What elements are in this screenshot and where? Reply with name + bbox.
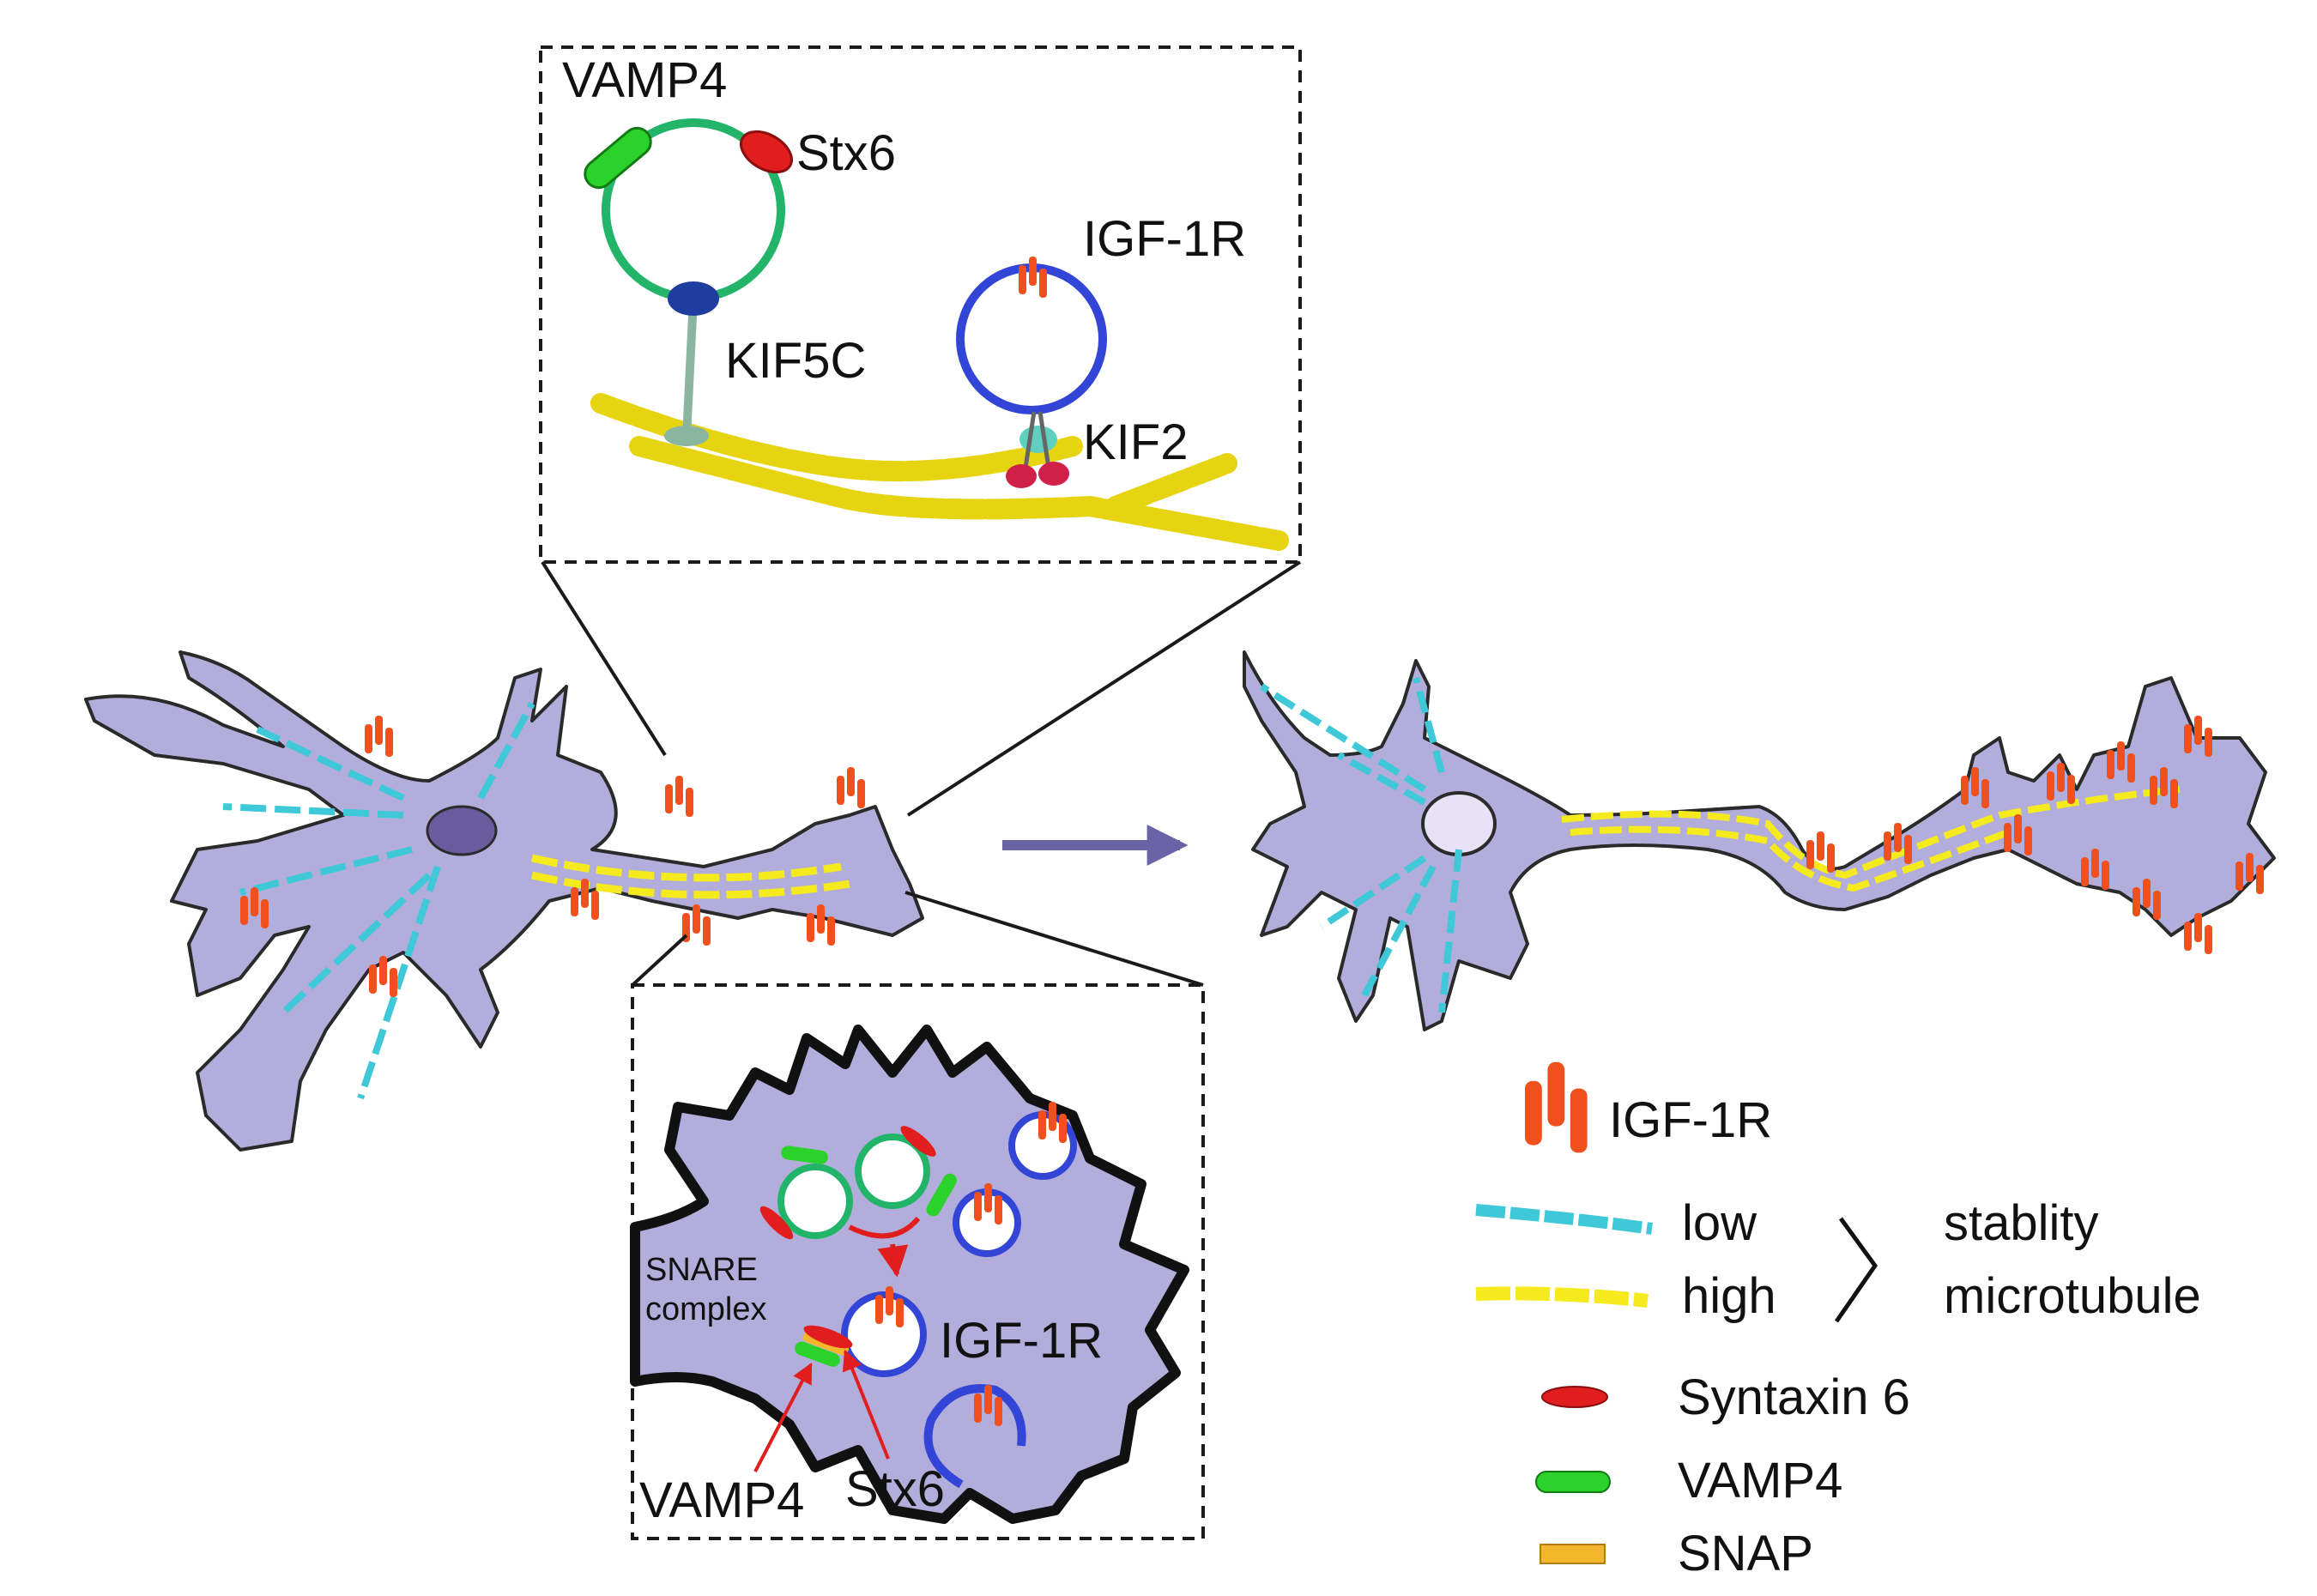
legend-vamp4-swatch (1535, 1471, 1611, 1493)
kif5c-head (668, 281, 719, 316)
right-low-stability-microtubules (1259, 676, 1462, 1013)
legend-label-microtubule: microtubule (1944, 1268, 2201, 1324)
bottom-vamp4-marker-2 (926, 1173, 957, 1217)
legend-label-high: high (1682, 1268, 1776, 1324)
legend-brace (1834, 1217, 1878, 1323)
left-nucleus (426, 805, 498, 856)
bottom-vamp4-marker-1 (781, 1146, 828, 1164)
top-inset-receptor (1019, 257, 1047, 298)
legend-low-swatch (1475, 1204, 1653, 1235)
legend-label-snap: SNAP (1678, 1526, 1813, 1581)
legend: IGF-1R low high stablity microtubule Syn… (1475, 1061, 2201, 1581)
right-neuron (1243, 650, 2276, 1031)
legend-label-stability: stablity (1944, 1195, 2099, 1251)
bottom-label-snare: SNARE (645, 1252, 758, 1288)
legend-snap-swatch (1540, 1544, 1606, 1564)
top-inset: VAMP4 Stx6 KIF5C IGF-1R KIF2 (539, 45, 1302, 817)
kif2-head-1 (1006, 464, 1037, 488)
top-inset-zoom-line-left (541, 560, 667, 757)
legend-label-igf1r: IGF-1R (1609, 1092, 1772, 1148)
fusion-arrow (848, 1216, 918, 1274)
bottom-label-igf1r: IGF-1R (940, 1313, 1103, 1369)
left-neuron (84, 650, 924, 1152)
left-neuron-body (84, 650, 924, 1152)
right-nucleus (1421, 791, 1497, 856)
legend-syntaxin6-swatch (1541, 1386, 1608, 1408)
top-label-stx6: Stx6 (796, 125, 896, 181)
bottom-label-complex: complex (645, 1291, 767, 1327)
bottom-igf1r-fusing-vesicle (923, 1384, 1026, 1489)
kif5c-foot (664, 426, 709, 446)
kif2-tether (1019, 426, 1057, 453)
bottom-inset: SNARE complex IGF-1R VAMP4 Stx6 (630, 891, 1205, 1540)
vamp4-pointer (753, 1362, 813, 1472)
legend-label-vamp4: VAMP4 (1678, 1453, 1842, 1508)
legend-label-syntaxin6: Syntaxin 6 (1678, 1369, 1910, 1425)
bottom-inset-zoom-line-left (631, 934, 688, 987)
legend-label-low: low (1682, 1195, 1757, 1251)
kif5c-motor (674, 293, 713, 438)
kif2-motor (1023, 411, 1051, 469)
legend-igf1r-swatch (1525, 1061, 1588, 1153)
top-label-vamp4: VAMP4 (562, 52, 727, 108)
stx6-pointer (842, 1349, 890, 1460)
kif2-head-2 (1038, 462, 1069, 486)
top-inset-zoom-line-right (906, 560, 1302, 817)
bottom-label-stx6: Stx6 (845, 1461, 945, 1517)
bottom-stx6-marker-2 (900, 1126, 936, 1157)
bottom-inset-frame (631, 983, 1205, 1540)
legend-high-swatch (1475, 1286, 1649, 1308)
left-low-stability-microtubules (222, 702, 535, 1100)
bottom-inset-zoom-line-right (904, 891, 1204, 987)
stx6-marker (740, 130, 793, 174)
bottom-igf1r-vesicle-3 (841, 1291, 927, 1377)
top-label-igf1r: IGF-1R (1083, 211, 1246, 267)
snare-complex-markers (795, 1325, 853, 1367)
vamp4-marker (584, 126, 652, 190)
bottom-vamp4-vesicle-1 (777, 1164, 853, 1239)
igf1r-vesicle (956, 263, 1107, 414)
top-inset-frame (539, 45, 1302, 564)
bottom-stx6-marker-1 (759, 1206, 794, 1240)
top-label-kif2: KIF2 (1083, 414, 1189, 470)
right-high-stability-microtubules (1561, 786, 2181, 892)
top-label-kif5c: KIF5C (725, 333, 866, 389)
bottom-label-vamp4: VAMP4 (639, 1472, 804, 1528)
bottom-vamp4-vesicle-2 (855, 1134, 930, 1209)
left-high-stability-microtubules (531, 854, 850, 899)
